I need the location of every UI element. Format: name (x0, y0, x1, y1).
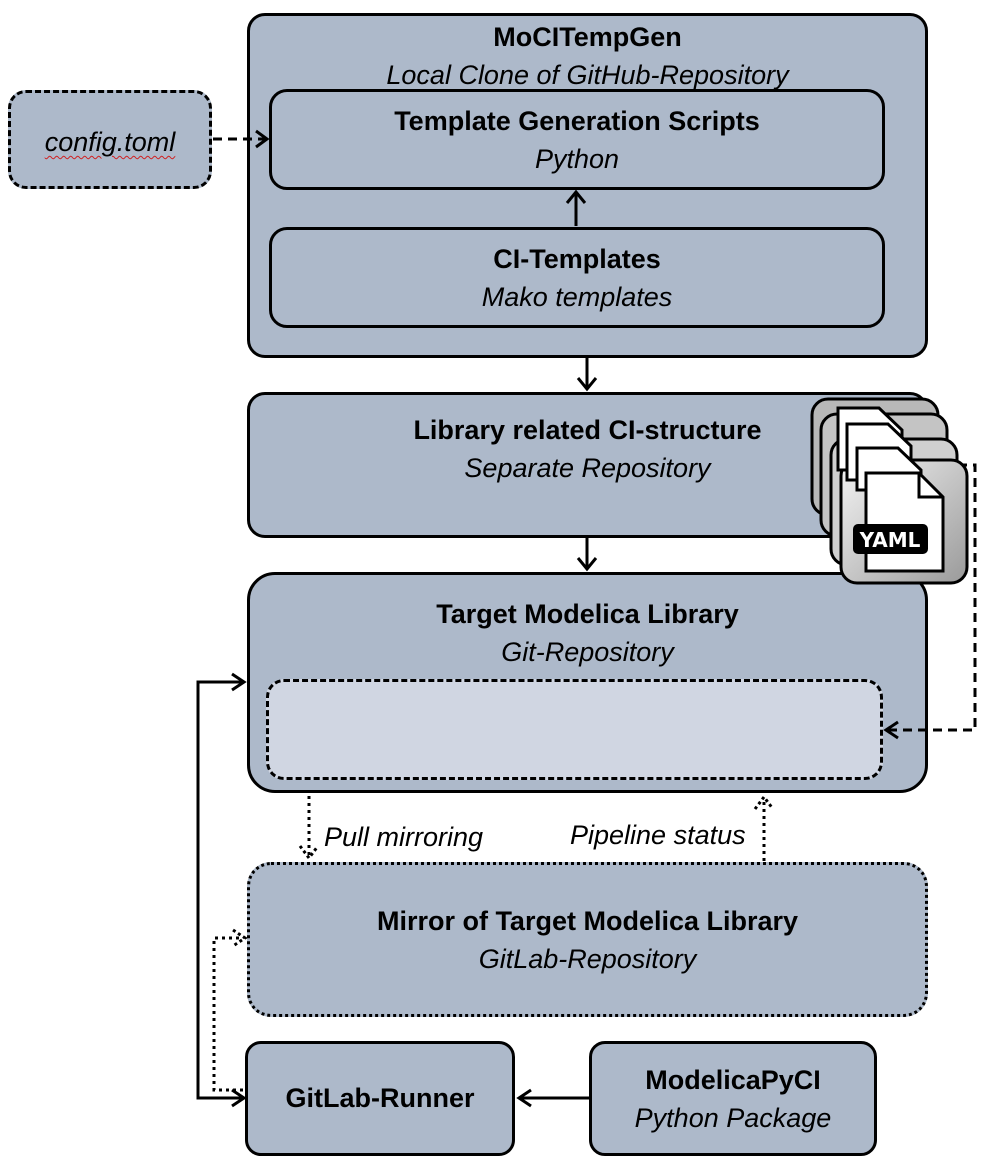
yaml-files-icon: YAML (810, 397, 969, 585)
arrow-pull-mirroring (298, 796, 320, 861)
arrow-runner-target-link (196, 672, 247, 1108)
mirror-library-subtitle: GitLab-Repository (478, 944, 697, 974)
arrow-ci-structure-to-target (576, 538, 598, 572)
arrow-mocitempgen-to-ci-structure (576, 358, 598, 392)
ci-templates-node: CI-Templates Mako templates (269, 227, 885, 328)
pipeline-status-label: Pipeline status (570, 820, 746, 850)
arrow-runner-mirror-link (212, 928, 248, 1092)
template-generation-scripts-title: Template Generation Scripts (394, 106, 760, 136)
template-generation-scripts-node: Template Generation Scripts Python (269, 89, 885, 190)
ci-structure-subtitle: Separate Repository (464, 453, 711, 483)
gitlab-runner-title: GitLab-Runner (285, 1083, 475, 1113)
modelicapyci-title: ModelicaPyCI (645, 1065, 821, 1095)
target-library-title: Target Modelica Library (436, 599, 739, 629)
mirror-library-title: Mirror of Target Modelica Library (376, 906, 799, 936)
ci-templates-subtitle: Mako templates (481, 282, 673, 312)
mocitempgen-subtitle: Local Clone of GitHub-Repository (386, 60, 789, 90)
ci-structure-title: Library related CI-structure (413, 415, 762, 445)
target-library-subtitle: Git-Repository (501, 637, 674, 667)
modelicapyci-subtitle: Python Package (634, 1103, 832, 1133)
yaml-badge-text: YAML (859, 528, 921, 552)
template-generation-scripts-subtitle: Python (534, 144, 620, 174)
config-toml-label: config.toml (44, 127, 176, 157)
target-library-ci-slot (266, 679, 883, 780)
config-toml-node: config.toml (8, 90, 212, 189)
ci-templates-title: CI-Templates (493, 244, 661, 274)
pull-mirroring-label: Pull mirroring (324, 822, 484, 852)
arrow-yaml-to-library-slot (883, 463, 977, 740)
arrow-pyci-to-runner (516, 1088, 589, 1108)
mirror-library-node: Mirror of Target Modelica Library GitLab… (247, 862, 928, 1017)
arrow-templates-to-scripts (565, 189, 587, 226)
mocitempgen-title: MoCITempGen (493, 22, 682, 52)
gitlab-runner-node: GitLab-Runner (245, 1041, 515, 1156)
arrow-pipeline-status (753, 794, 775, 861)
modelicapyci-node: ModelicaPyCI Python Package (589, 1041, 877, 1156)
arrow-config-to-scripts (213, 129, 270, 149)
